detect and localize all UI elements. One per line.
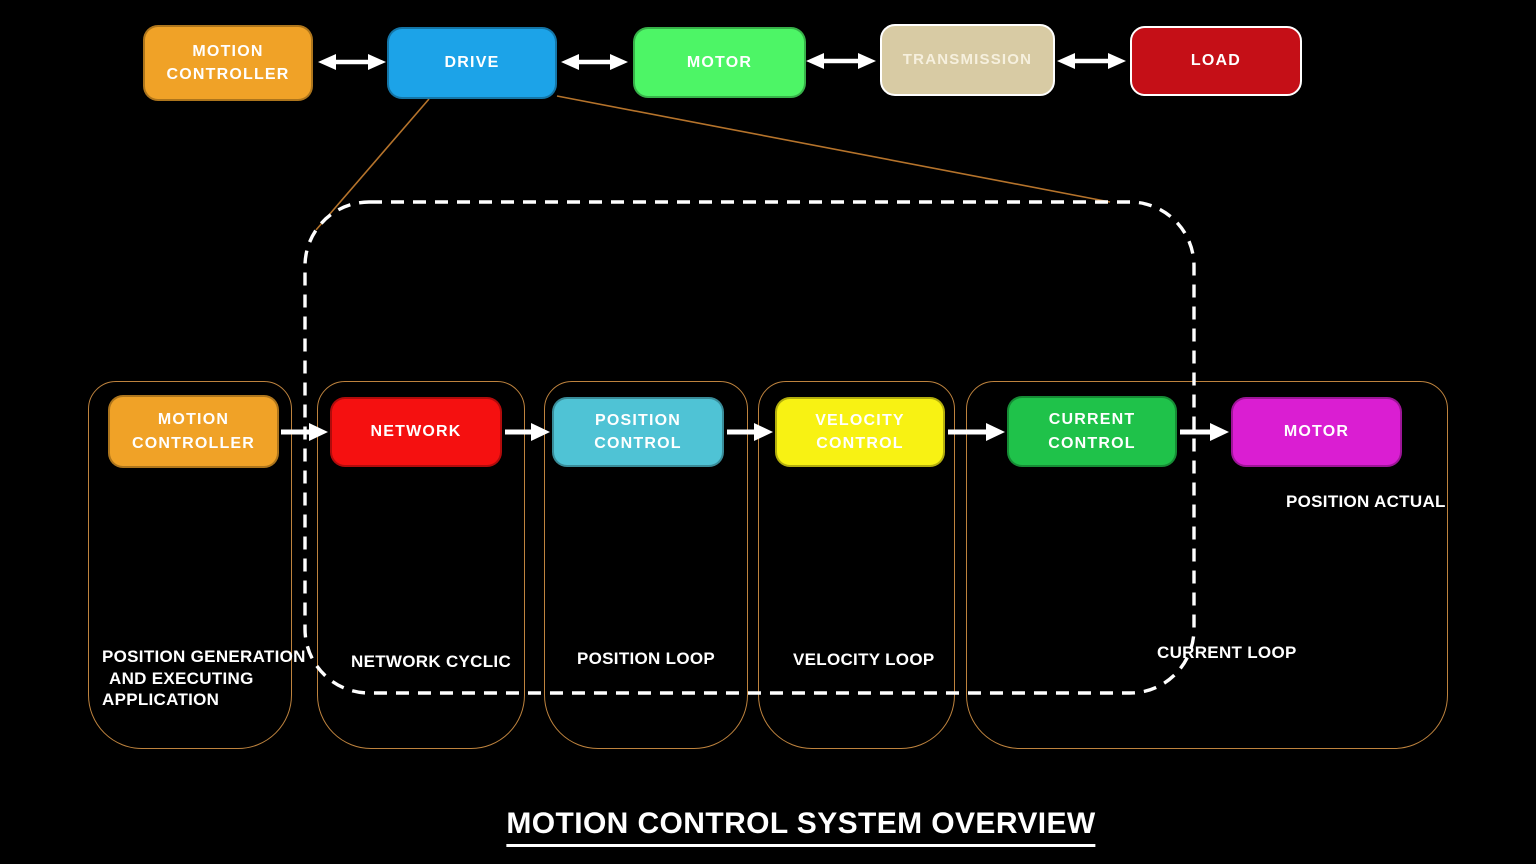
arrow-drive-motor	[561, 54, 628, 70]
arrow-network-positioncontrol	[505, 423, 550, 441]
box-motor-top-label: MOTOR	[686, 53, 753, 71]
arrow-transmission-load	[1057, 53, 1126, 69]
label-position-loop: POSITION LOOP	[577, 649, 716, 668]
page-title: MOTION CONTROL SYSTEM OVERVIEW	[506, 807, 1096, 847]
box-drive: DRIVE	[387, 27, 557, 99]
box-network-label: NETWORK	[370, 423, 462, 441]
drive-zoom-connector-lines	[315, 95, 1111, 231]
drive-detail-dashed-outline	[303, 200, 1196, 695]
label-current-loop: CURRENT LOOP	[1157, 643, 1297, 662]
label-position-generation-line2: AND EXECUTING	[109, 668, 254, 688]
bracket-current-loop-motor	[966, 381, 1448, 749]
arrow-motioncontroller-drive	[318, 54, 386, 70]
box-motor-top: MOTOR	[633, 27, 806, 98]
box-load: LOAD	[1130, 26, 1302, 96]
box-transmission-label: TRANSMISSION	[902, 51, 1033, 69]
arrow-motor-transmission	[806, 53, 876, 69]
arrow-positioncontrol-velocitycontrol	[727, 423, 773, 441]
box-drive-label: DRIVE	[444, 54, 500, 72]
arrow-velocitycontrol-currentcontrol	[948, 423, 1005, 441]
bracket-network-cyclic	[317, 381, 525, 749]
bracket-velocity-loop	[758, 381, 955, 749]
box-motor-detail: MOTOR	[1231, 397, 1402, 467]
label-position-generation-line3: APPLICATION	[102, 690, 220, 709]
arrow-currentcontrol-motor	[1180, 423, 1229, 441]
box-velocity-control: VELOCITY CONTROL	[775, 397, 945, 467]
box-position-control-label: POSITION CONTROL	[594, 411, 682, 452]
box-motor-detail-label: MOTOR	[1283, 423, 1350, 441]
label-position-generation-line1: POSITION GENERATION	[102, 647, 306, 666]
box-current-control-label: CURRENT CONTROL	[1048, 411, 1136, 452]
box-motion-controller-detail-label: MOTION CONTROLLER	[131, 411, 256, 452]
box-motion-controller-top-label: MOTION CONTROLLER	[166, 42, 290, 83]
box-transmission: TRANSMISSION	[880, 24, 1055, 96]
box-motion-controller-detail: MOTION CONTROLLER	[108, 395, 279, 468]
box-position-control: POSITION CONTROL	[552, 397, 724, 467]
label-network-cyclic: NETWORK CYCLIC	[351, 652, 512, 671]
box-motion-controller-top: MOTION CONTROLLER	[143, 25, 313, 101]
box-load-label: LOAD	[1190, 52, 1242, 70]
label-velocity-loop: VELOCITY LOOP	[793, 650, 935, 669]
box-network: NETWORK	[330, 397, 502, 467]
arrow-motioncontroller-network	[281, 423, 328, 441]
box-current-control: CURRENT CONTROL	[1007, 396, 1177, 467]
label-position-generation: POSITION GENERATION AND EXECUTING APPLIC…	[102, 646, 306, 711]
box-velocity-control-label: VELOCITY CONTROL	[815, 411, 905, 452]
bracket-position-generation	[88, 381, 292, 749]
bracket-position-loop	[544, 381, 748, 749]
label-position-actual: POSITION ACTUAL	[1286, 492, 1446, 511]
